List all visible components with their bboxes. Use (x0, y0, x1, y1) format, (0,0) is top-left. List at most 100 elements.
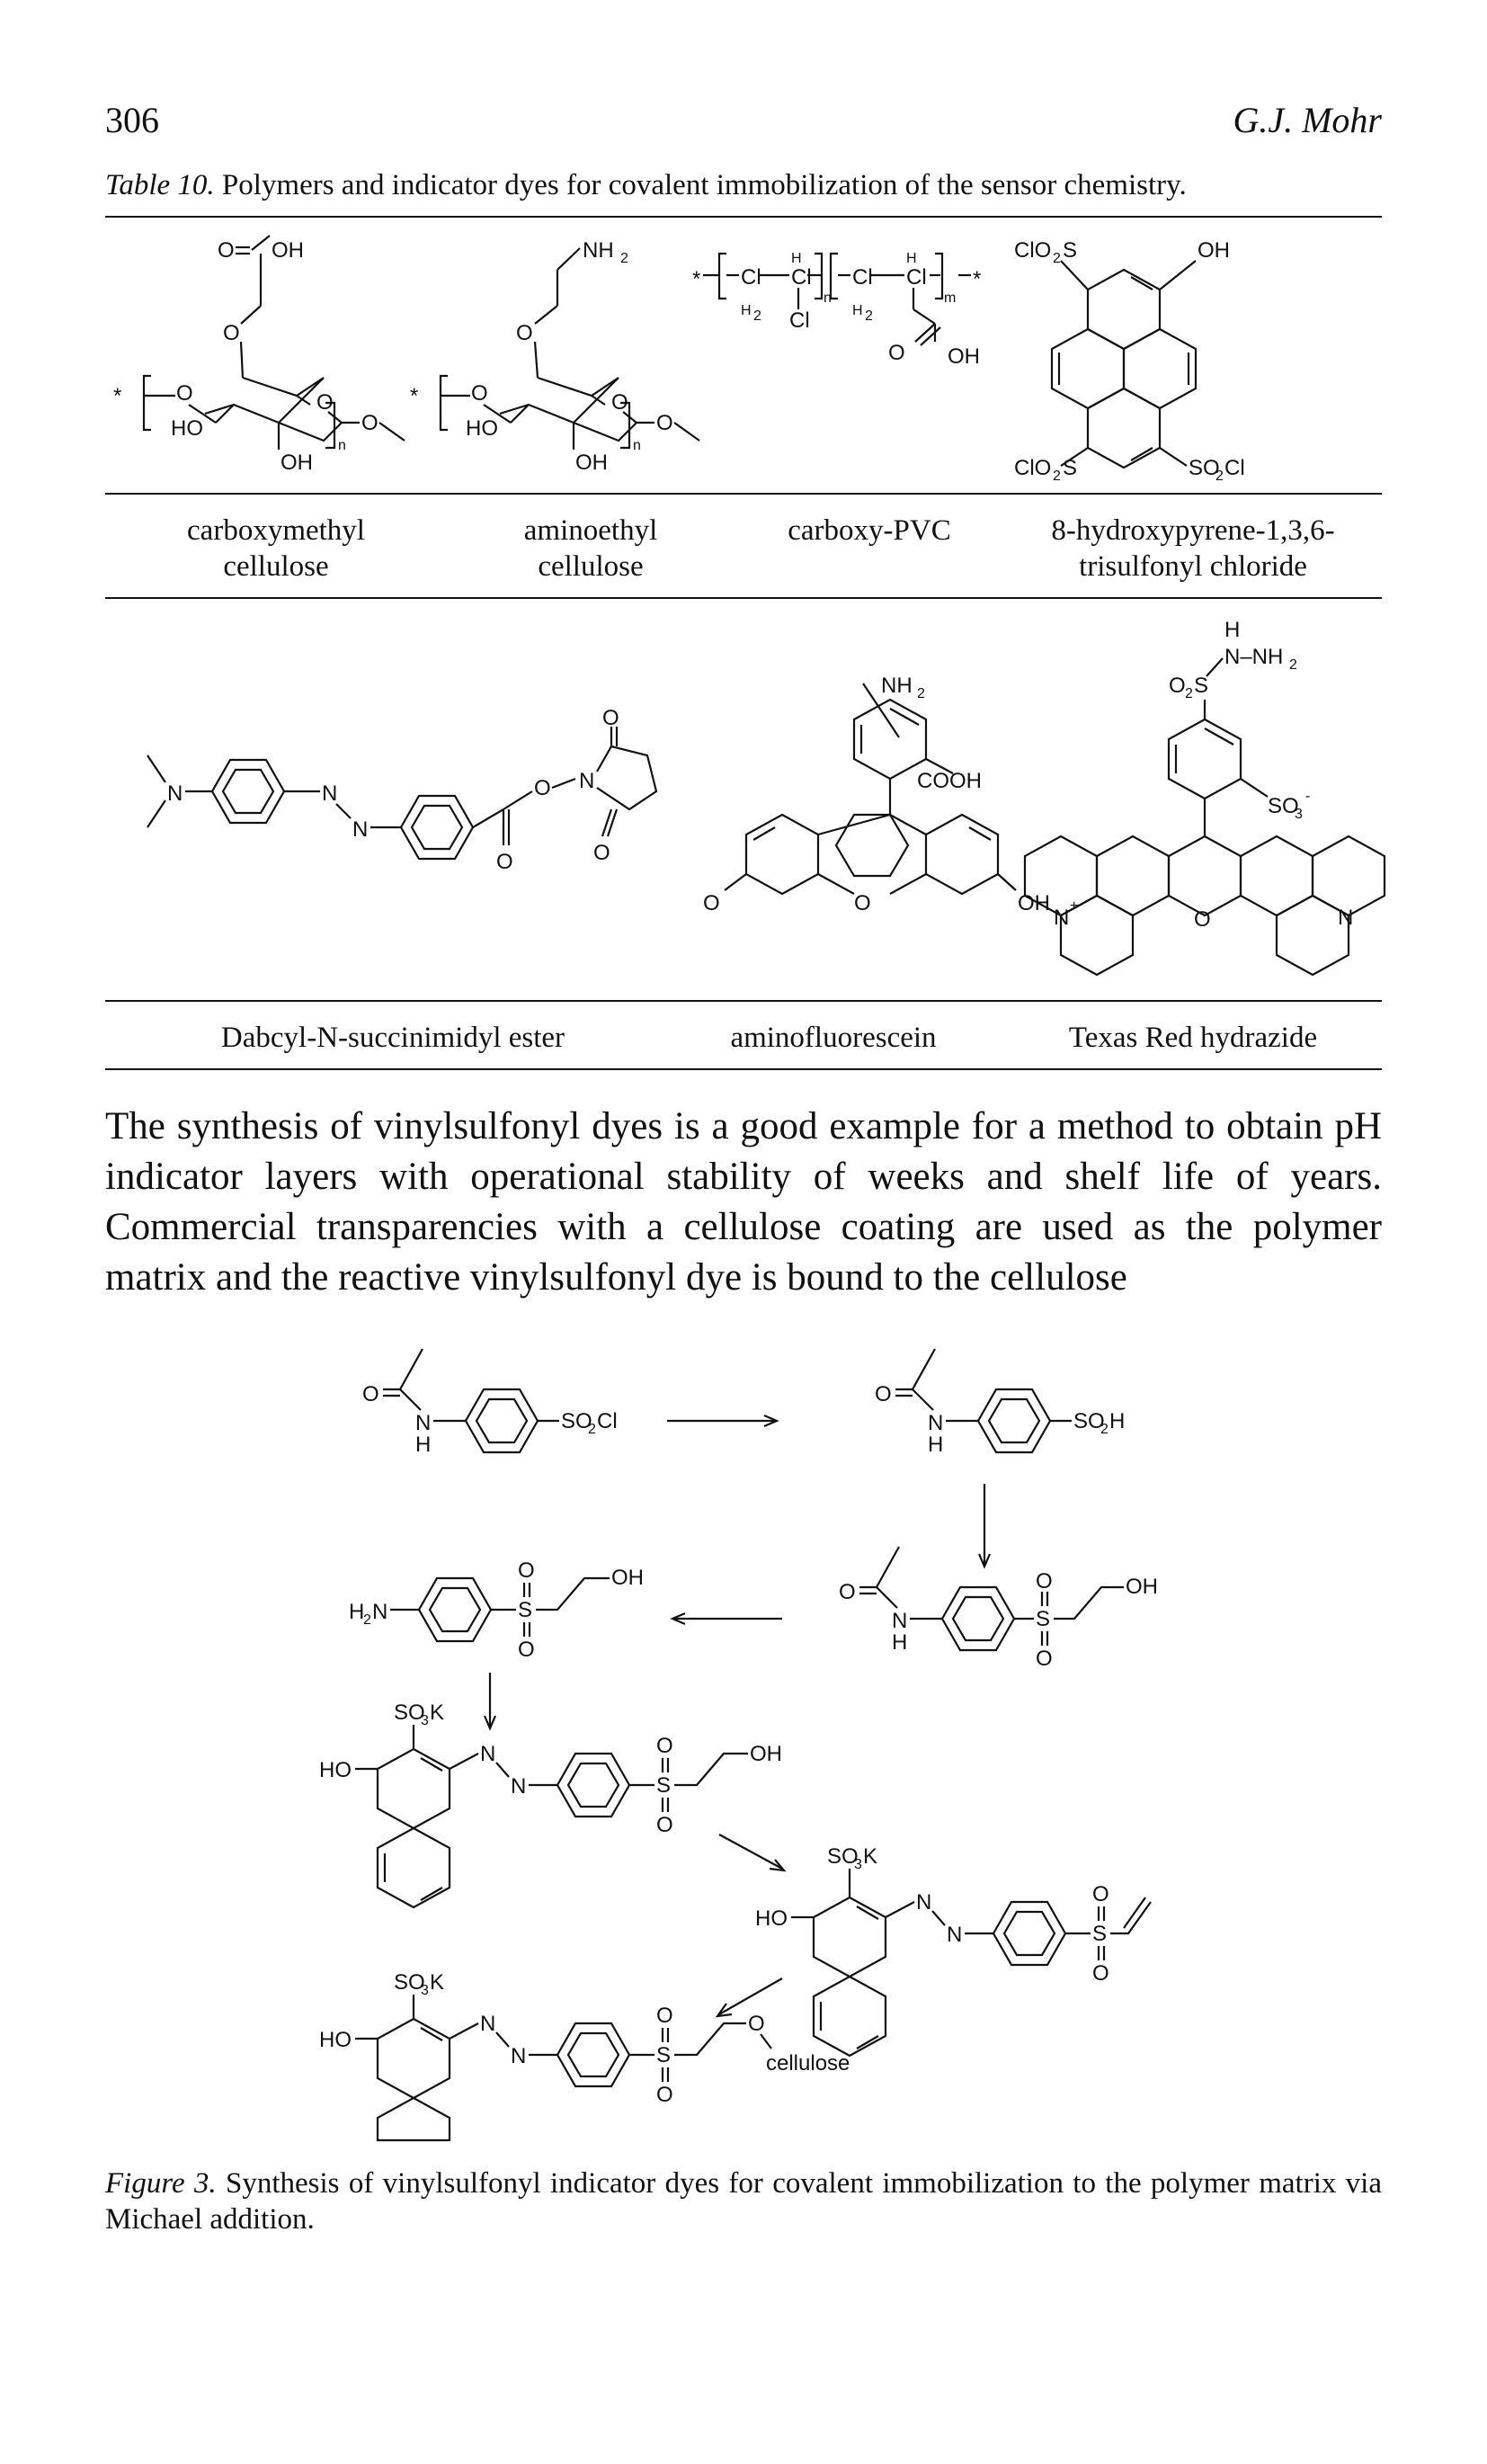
svg-text:2: 2 (1185, 686, 1193, 701)
svg-text:S: S (1036, 1607, 1050, 1631)
svg-text:O: O (593, 841, 610, 865)
svg-text:O: O (516, 321, 533, 345)
svg-text:O: O (1036, 1647, 1053, 1671)
table-row2-structures: N N N O O N O O NH 2 COOH (147, 618, 1386, 977)
compound-name: carboxy-PVC (788, 514, 951, 547)
svg-text:SO: SO (561, 1409, 592, 1433)
svg-text:O: O (1036, 1569, 1053, 1594)
svg-text:K: K (430, 1970, 444, 1995)
svg-text:O: O (1092, 1882, 1109, 1906)
svg-text:H: H (852, 303, 863, 318)
svg-text:H: H (349, 1600, 364, 1624)
svg-text:2: 2 (1053, 469, 1061, 484)
svg-text:OH: OH (611, 1566, 644, 1590)
scheme-compound-cellulose-bound: SO 3 K HO N N S O O O cellulose (319, 1970, 850, 2142)
svg-text:2: 2 (363, 1612, 371, 1628)
svg-text:HO: HO (171, 416, 203, 441)
svg-text:O: O (223, 321, 240, 345)
svg-text:H: H (791, 251, 802, 266)
table-bottom-rule (105, 1068, 1382, 1070)
svg-text:*: * (973, 267, 981, 291)
compound-name: aminofluorescein (730, 1022, 937, 1054)
svg-text:OH: OH (575, 451, 608, 475)
scheme-compound-acetamido-sulfone: O N H S O O OH (839, 1546, 1158, 1671)
svg-text:O: O (875, 1382, 892, 1406)
svg-text:HO: HO (755, 1906, 788, 1931)
svg-text:2: 2 (865, 308, 873, 324)
svg-text:3: 3 (1295, 807, 1303, 822)
compound-name: Texas Red hydrazide (1068, 1022, 1318, 1054)
svg-text:N: N (352, 817, 368, 842)
svg-text:Cl: Cl (789, 308, 810, 333)
svg-text:S: S (518, 1598, 532, 1622)
arrowhead (769, 1859, 787, 1872)
svg-text:N: N (928, 1411, 943, 1435)
svg-text:cellulose: cellulose (766, 2051, 850, 2076)
svg-text:N: N (415, 1411, 431, 1435)
table-row1-names: carboxymethyl cellulose aminoethyl cellu… (105, 513, 1382, 588)
svg-text:Cl: Cl (791, 265, 812, 290)
scheme-compound-vinylsulfonyl: SO 3 K HO N N S O O (755, 1844, 1152, 2058)
svg-text:2: 2 (753, 308, 761, 324)
svg-text:Cl: Cl (741, 265, 761, 290)
svg-text:*: * (113, 384, 121, 408)
svg-text:2: 2 (588, 1422, 596, 1437)
svg-text:H: H (1224, 618, 1240, 642)
svg-text:O: O (218, 238, 235, 263)
svg-text:Cl: Cl (906, 265, 927, 290)
svg-text:SO: SO (1268, 794, 1299, 818)
svg-text:O: O (316, 390, 334, 415)
aminoethyl-cellulose-structure: NH 2 O O OH HO O * n O (410, 238, 700, 475)
svg-text:N: N (1338, 906, 1353, 930)
svg-text:SO: SO (394, 1970, 425, 1995)
svg-text:O: O (656, 2083, 673, 2107)
running-author: G.J. Mohr (1233, 100, 1382, 140)
table-caption: Table 10. Polymers and indicator dyes fo… (105, 169, 1382, 202)
svg-text:O: O (1169, 674, 1186, 698)
svg-text:N–NH: N–NH (1224, 645, 1283, 669)
scheme-compound-sulfinic-acid: O N H SO 2 H (875, 1348, 1125, 1457)
svg-text:N: N (480, 2012, 495, 2036)
aminofluorescein-structure: NH 2 COOH O O OH (703, 674, 1050, 915)
figure-caption-text: Synthesis of vinylsulfonyl indicator dye… (105, 2167, 1382, 2236)
svg-text:O: O (471, 381, 488, 406)
svg-text:N: N (372, 1600, 387, 1624)
svg-text:O: O (518, 1558, 535, 1583)
svg-text:NH: NH (881, 674, 913, 698)
svg-text:O: O (888, 341, 905, 365)
svg-text:O: O (1092, 1961, 1109, 1986)
svg-text:S: S (656, 1773, 671, 1798)
svg-text:K: K (430, 1701, 444, 1725)
svg-text:O: O (839, 1580, 856, 1604)
svg-text:O: O (656, 411, 673, 435)
svg-text:H: H (741, 303, 752, 318)
svg-text:O: O (656, 1813, 673, 1837)
svg-text:SO: SO (394, 1701, 425, 1725)
svg-text:O: O (611, 390, 628, 415)
arrowhead (763, 1414, 779, 1428)
svg-text:N: N (167, 781, 183, 806)
table-top-rule (105, 216, 1382, 218)
svg-text:H: H (928, 1433, 943, 1457)
svg-text:O: O (656, 1734, 673, 1758)
carboxy-pvc-structure: * Cl H 2 Cl H Cl n Cl H 2 Cl H m * O OH (692, 251, 981, 369)
svg-text:SO: SO (827, 1844, 859, 1869)
svg-text:m: m (944, 290, 956, 306)
svg-text:N: N (480, 1742, 495, 1766)
compound-name: carboxymethyl cellulose (187, 514, 365, 583)
table-caption-label: Table 10. (105, 169, 215, 201)
svg-text:O: O (854, 891, 871, 915)
svg-text:3: 3 (854, 1857, 862, 1872)
reaction-arrow (718, 1977, 783, 2015)
svg-text:*: * (692, 267, 700, 291)
svg-text:2: 2 (1215, 469, 1224, 484)
table-row1-rule (105, 493, 1382, 495)
svg-text:OH: OH (948, 344, 980, 369)
svg-text:H: H (892, 1630, 907, 1655)
scheme-compound-azo-hydroxyethyl: SO 3 K HO N N S O O OH (319, 1701, 782, 1909)
svg-text:HO: HO (466, 416, 498, 441)
compound-name: 8-hydroxypyrene-1,3,6- trisulfonyl chlor… (1051, 514, 1335, 583)
svg-text:2: 2 (1053, 251, 1061, 266)
svg-text:Cl: Cl (597, 1409, 618, 1433)
svg-text:N: N (916, 1890, 931, 1915)
